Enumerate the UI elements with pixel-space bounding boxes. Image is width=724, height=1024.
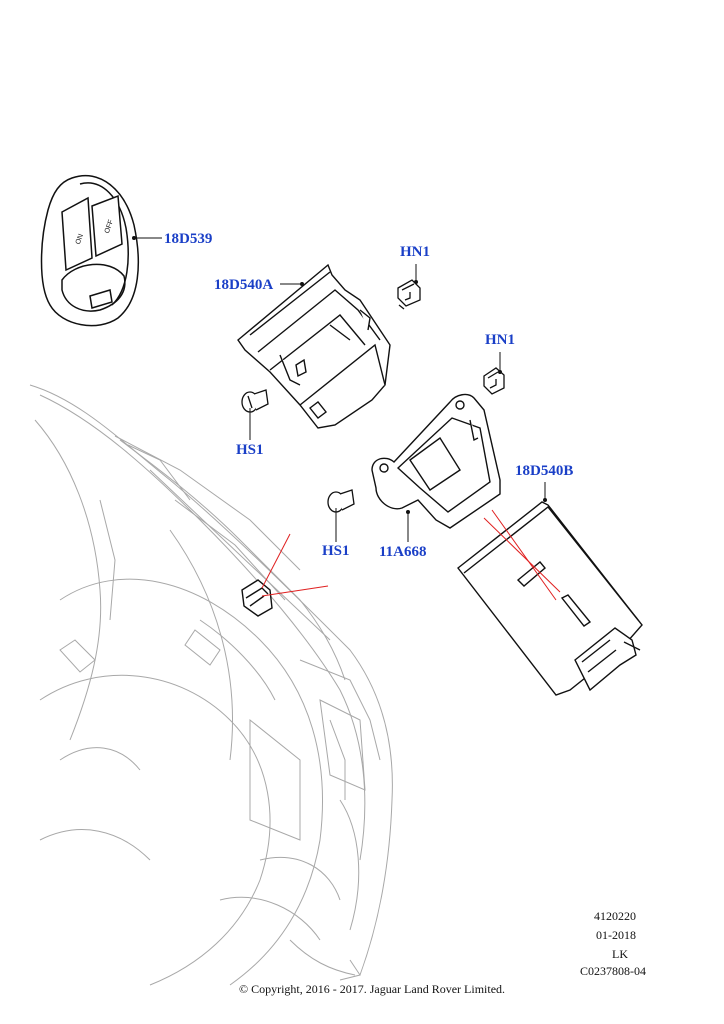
screw-hs1-upper <box>241 389 269 413</box>
nut-hn1-right <box>483 367 505 395</box>
vehicle-rear-body <box>29 384 393 986</box>
module-18D540A <box>237 263 391 429</box>
bracket-11A668 <box>371 393 501 529</box>
callout-18D539: 18D539 <box>164 231 213 247</box>
copyright-notice: © Copyright, 2016 - 2017. Jaguar Land Ro… <box>238 982 506 996</box>
switch-off-label: OFF <box>104 219 115 235</box>
screw-hs1-lower <box>327 489 355 513</box>
nut-hn1-upper <box>397 279 421 310</box>
illustration-date: 01-2018 <box>596 928 636 942</box>
switch-18D539 <box>40 174 140 327</box>
callout-11A668: 11A668 <box>379 544 427 560</box>
illustration-reference: C0237808-04 <box>580 964 646 978</box>
leader-dots <box>132 236 547 514</box>
installed-module <box>241 579 273 617</box>
module-18D540B <box>457 501 643 696</box>
callout-hn1-upper: HN1 <box>400 244 430 260</box>
callout-hs1-lower: HS1 <box>322 543 350 559</box>
leader-lines <box>134 237 546 542</box>
switch-on-label: ON <box>75 233 85 245</box>
illustration-region: LK <box>612 947 628 961</box>
illustration-number: 4120220 <box>594 909 636 923</box>
callout-18D540B: 18D540B <box>515 463 574 479</box>
callout-hs1-upper: HS1 <box>236 442 264 458</box>
highlight-lines <box>261 509 561 601</box>
callout-hn1-right: HN1 <box>485 332 515 348</box>
callout-18D540A: 18D540A <box>214 277 274 293</box>
